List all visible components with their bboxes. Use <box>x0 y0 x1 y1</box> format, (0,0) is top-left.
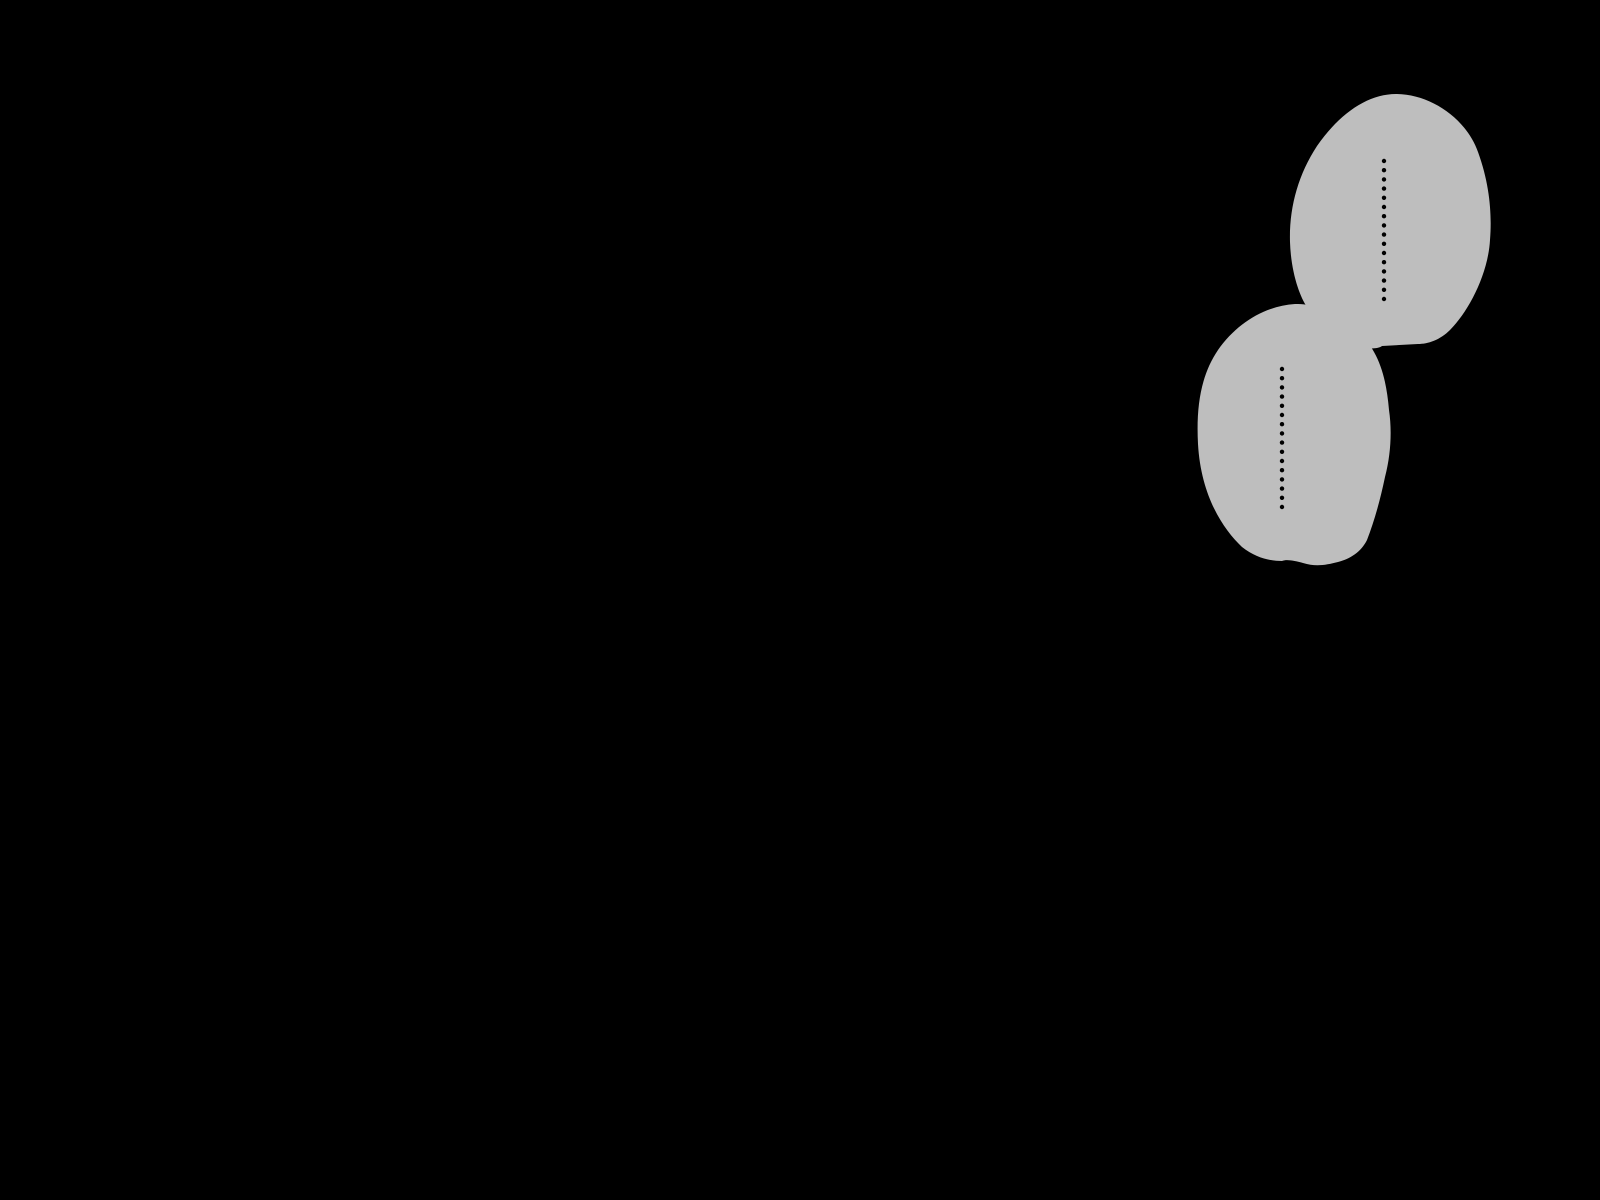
dot <box>1381 296 1387 302</box>
dot <box>1381 177 1387 182</box>
dot <box>1381 168 1387 173</box>
dot <box>1381 250 1387 256</box>
dot <box>1279 422 1285 427</box>
dot <box>1381 204 1387 210</box>
dot <box>1279 486 1285 491</box>
dot <box>1381 260 1387 265</box>
lower-left-blob-dotted-line <box>1279 366 1285 510</box>
dot <box>1279 366 1285 372</box>
dot <box>1279 495 1285 500</box>
dot <box>1381 278 1387 283</box>
dot <box>1279 385 1285 390</box>
dot <box>1381 232 1387 237</box>
dot <box>1279 403 1285 408</box>
lower-left-blob <box>1197 304 1391 566</box>
dot <box>1381 287 1387 292</box>
dot <box>1381 214 1387 219</box>
dot <box>1279 394 1285 399</box>
dot <box>1381 158 1387 164</box>
dot <box>1279 477 1285 482</box>
dot <box>1381 223 1387 228</box>
dot <box>1279 412 1285 418</box>
upper-right-blob-dotted-line <box>1381 158 1387 302</box>
dot <box>1381 195 1387 200</box>
dot <box>1279 440 1285 445</box>
dot <box>1279 449 1285 454</box>
upper-right-blob <box>1289 94 1491 349</box>
dot <box>1381 269 1387 274</box>
dot <box>1381 186 1387 191</box>
dot <box>1279 458 1285 464</box>
dot <box>1279 376 1285 381</box>
dot <box>1381 241 1387 246</box>
dot <box>1279 468 1285 473</box>
dot <box>1279 431 1285 436</box>
dot <box>1279 504 1285 510</box>
